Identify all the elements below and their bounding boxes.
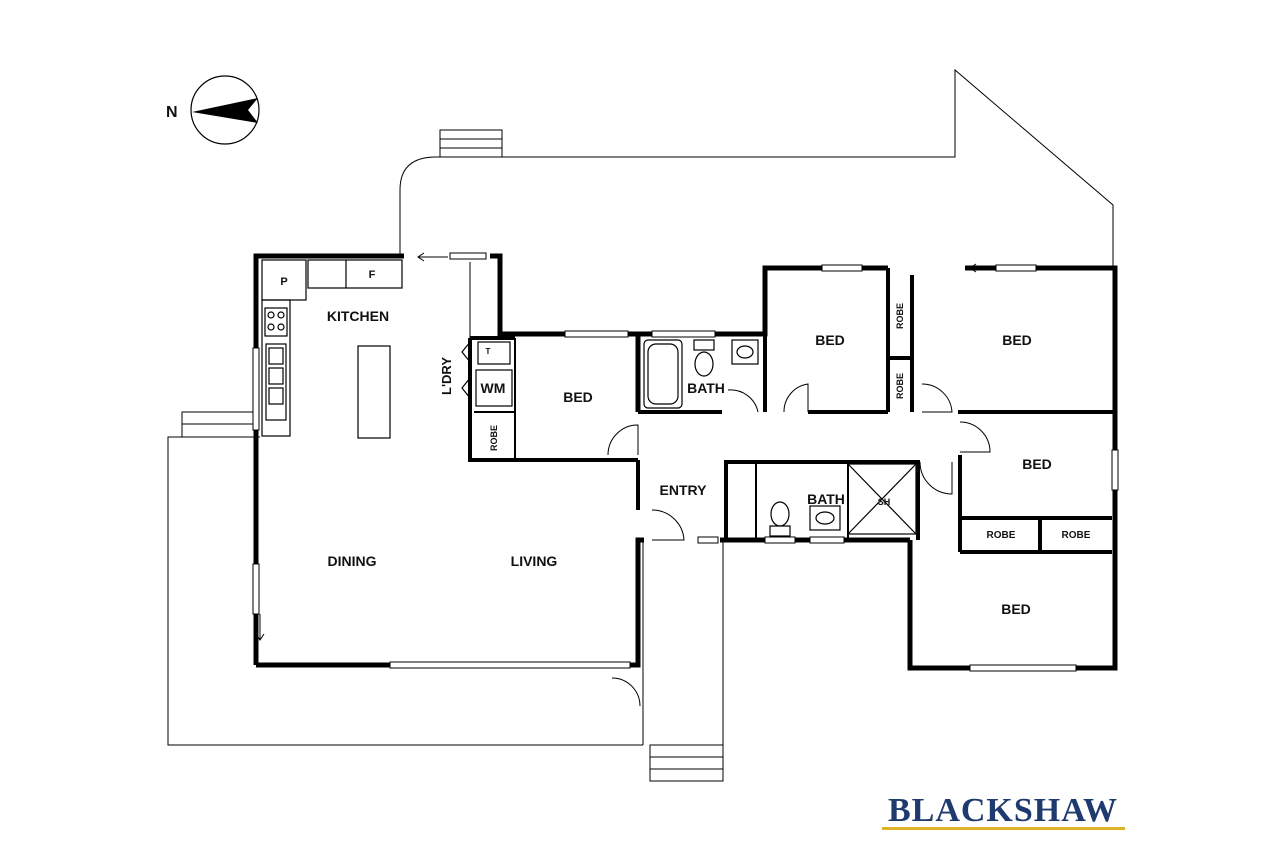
room-label-kitchen: KITCHEN xyxy=(327,308,389,324)
doors xyxy=(607,383,991,707)
room-label-shower: SH xyxy=(878,497,891,507)
room-label-fridge: F xyxy=(369,269,376,281)
room-label-bath: BATH xyxy=(807,491,845,507)
window xyxy=(995,264,1037,272)
window xyxy=(252,563,260,615)
window xyxy=(252,347,260,431)
basin-icon xyxy=(809,505,841,531)
toilet-icon xyxy=(694,351,714,377)
compass-circle xyxy=(190,75,260,145)
brand-underline xyxy=(882,827,1125,830)
basin-icon xyxy=(731,339,759,365)
north-label: N xyxy=(166,104,178,121)
room-label-pantry: P xyxy=(280,276,287,288)
rear-step xyxy=(439,129,503,158)
room-label-dining: DINING xyxy=(328,553,377,569)
room-label-robe: ROBE xyxy=(895,373,905,399)
room-label-bed: BED xyxy=(563,389,593,405)
room-label-bed: BED xyxy=(1022,456,1052,472)
window xyxy=(764,536,796,544)
brand-name: BLACKSHAW xyxy=(888,792,1118,829)
laundry-fittings xyxy=(461,341,513,407)
front-step xyxy=(649,744,724,782)
shower-box xyxy=(847,463,917,535)
room-label-robe: ROBE xyxy=(489,425,499,451)
room-label-living: LIVING xyxy=(511,553,558,569)
laundry-tub-icon xyxy=(477,341,511,365)
toilet-icon xyxy=(770,501,790,527)
room-label-entry: ENTRY xyxy=(660,482,708,498)
sink-icon xyxy=(265,343,287,421)
front-deck-outline xyxy=(167,436,643,746)
window xyxy=(809,536,845,544)
room-label-robe: ROBE xyxy=(987,530,1016,541)
internal-walls xyxy=(468,268,1115,554)
room-label-robe: ROBE xyxy=(1062,530,1091,541)
room-label-bed: BED xyxy=(815,332,845,348)
window xyxy=(821,264,863,272)
room-label-bed: BED xyxy=(1001,601,1031,617)
room-labels: P F KITCHEN T WM L'DRY ROBE BED BATH BED… xyxy=(280,269,1090,617)
north-arrow-icon xyxy=(192,98,258,123)
rear-deck-outline xyxy=(399,68,1114,268)
room-label-bed: BED xyxy=(1002,332,1032,348)
sliding-door-arrows xyxy=(255,252,996,641)
room-label-laundry: L'DRY xyxy=(439,357,454,395)
room-label-washing-machine: WM xyxy=(481,380,506,396)
room-label-robe: ROBE xyxy=(895,303,905,329)
window xyxy=(651,330,716,338)
window xyxy=(697,536,719,544)
room-label-bath: BATH xyxy=(687,380,725,396)
entry-path-outline xyxy=(642,540,724,745)
bath-fittings xyxy=(643,339,917,537)
steps xyxy=(181,129,724,782)
washing-machine-box xyxy=(475,369,513,407)
kitchen-bench xyxy=(261,299,291,437)
fridge-space xyxy=(307,259,403,289)
window xyxy=(969,664,1077,672)
kitchen-island xyxy=(357,345,391,439)
brand-logo: BLACKSHAW xyxy=(882,792,1125,830)
room-label-laundry-tub: T xyxy=(486,347,491,356)
window xyxy=(449,252,487,260)
kitchen-fittings xyxy=(261,259,403,439)
bathtub-icon xyxy=(643,339,683,409)
window xyxy=(389,661,631,669)
window xyxy=(564,330,629,338)
windows xyxy=(252,252,1119,672)
compass: N xyxy=(166,75,260,145)
cooktop-icon xyxy=(264,307,288,337)
window xyxy=(1111,449,1119,491)
